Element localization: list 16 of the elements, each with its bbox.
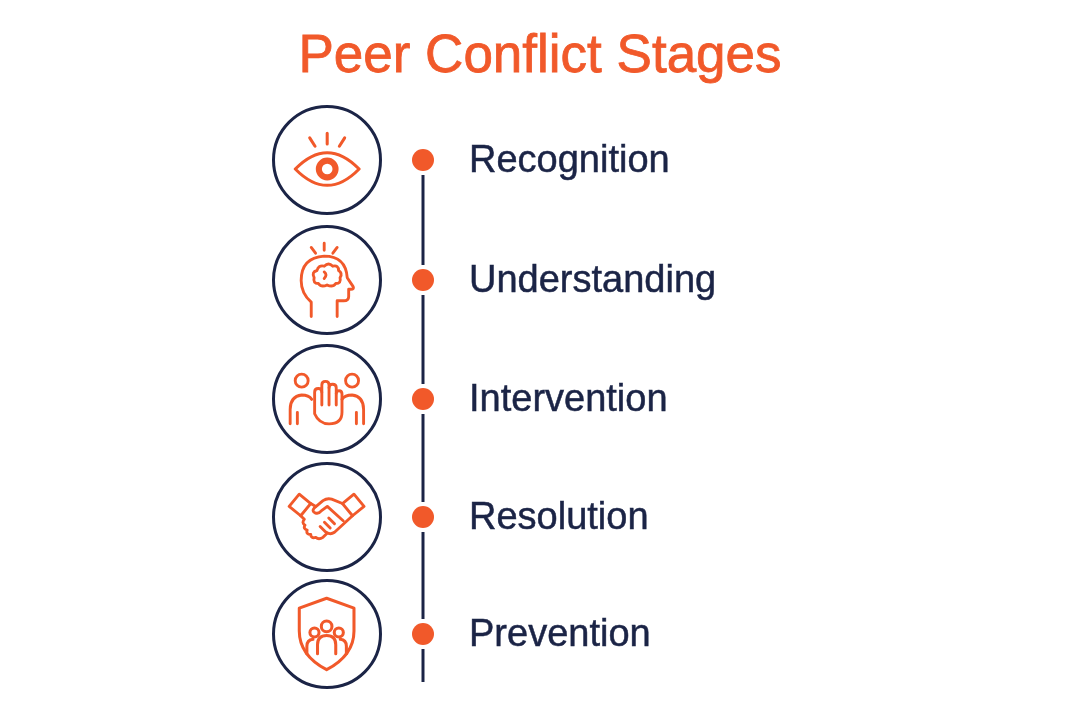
timeline-line [421,649,425,682]
timeline-line [421,295,425,384]
stage-label: Understanding [469,257,717,301]
stage-label: Recognition [469,137,670,181]
timeline-dot [412,388,434,410]
timeline-dot [412,623,434,645]
timeline-dot [412,269,434,291]
timeline-line [421,414,425,502]
title: Peer Conflict Stages [298,24,782,84]
stage-label: Prevention [469,611,651,655]
timeline-line [421,532,425,619]
timeline-dot [412,506,434,528]
stage-label: Intervention [469,376,668,420]
timeline-line [421,175,425,265]
timeline-dot [412,149,434,171]
stage-label: Resolution [469,494,649,538]
